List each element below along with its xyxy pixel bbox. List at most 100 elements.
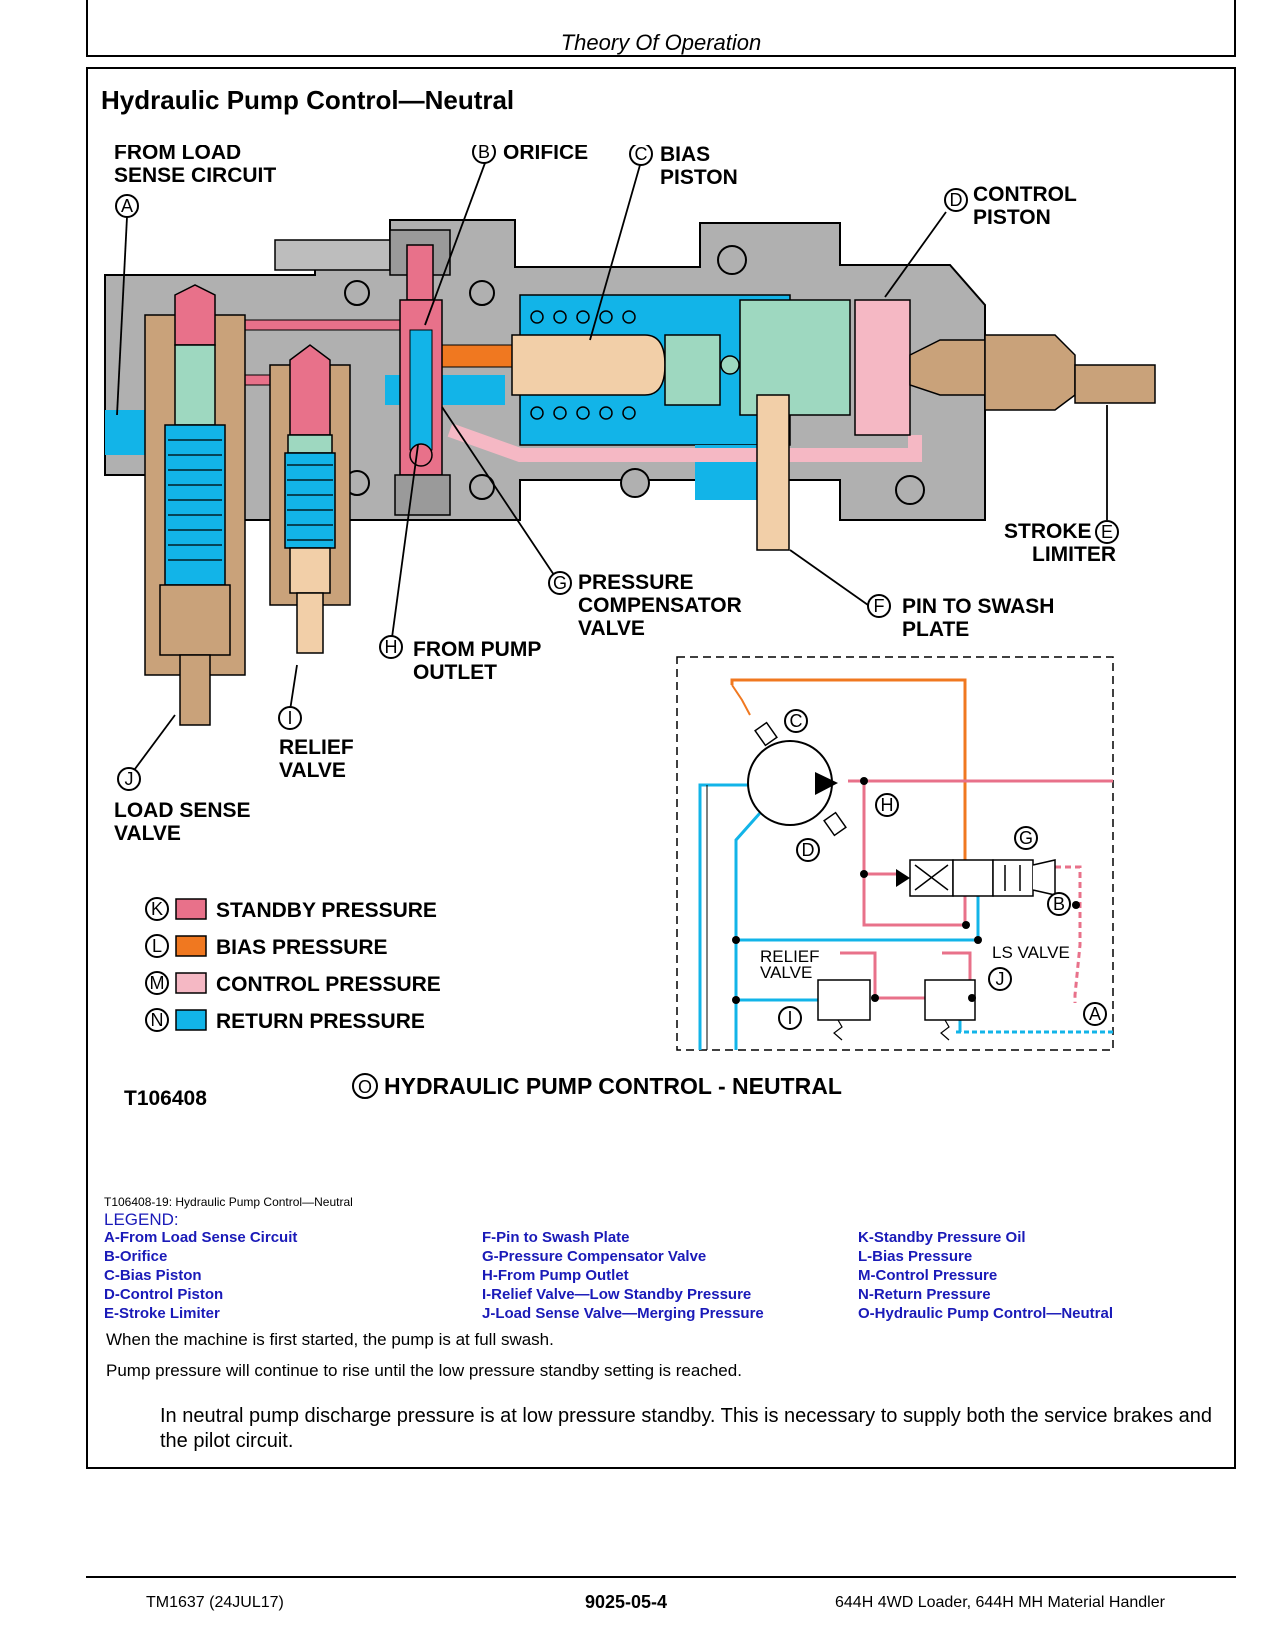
svg-text:VALVE: VALVE bbox=[578, 617, 645, 640]
callout-G: G PRESSURE COMPENSATOR VALVE bbox=[548, 571, 742, 640]
svg-text:LS VALVE: LS VALVE bbox=[992, 943, 1070, 962]
svg-text:RELIEF: RELIEF bbox=[760, 947, 820, 966]
footer-model: 644H 4WD Loader, 644H MH Material Handle… bbox=[835, 1594, 1165, 1611]
svg-text:CONTROL: CONTROL bbox=[973, 183, 1077, 206]
color-key: K STANDBY PRESSURE L BIAS PRESSURE M CON… bbox=[145, 897, 441, 1033]
figure-bottom-title: O HYDRAULIC PUMP CONTROL - NEUTRAL bbox=[352, 1073, 842, 1099]
legend-item: K-Standby Pressure Oil bbox=[858, 1229, 1026, 1246]
svg-text:I: I bbox=[287, 708, 292, 728]
svg-text:STROKE: STROKE bbox=[1004, 520, 1092, 543]
legend-item: N-Return Pressure bbox=[858, 1286, 991, 1303]
svg-text:ORIFICE: ORIFICE bbox=[503, 145, 588, 164]
paragraph: When the machine is first started, the p… bbox=[106, 1330, 554, 1349]
svg-text:A: A bbox=[121, 196, 133, 216]
svg-text:OUTLET: OUTLET bbox=[413, 661, 497, 684]
callout-leaders bbox=[116, 162, 1108, 778]
svg-text:COMPENSATOR: COMPENSATOR bbox=[578, 594, 742, 617]
key-control: M CONTROL PRESSURE bbox=[145, 971, 441, 996]
callout-B: B ORIFICE bbox=[472, 145, 588, 164]
svg-text:H: H bbox=[881, 795, 894, 815]
svg-text:F: F bbox=[874, 596, 885, 616]
svg-text:PLATE: PLATE bbox=[902, 618, 969, 641]
callout-A: A FROM LOAD SENSE CIRCUIT bbox=[114, 145, 276, 218]
svg-text:H: H bbox=[385, 637, 398, 657]
svg-text:M: M bbox=[150, 973, 165, 993]
legend-item: B-Orifice bbox=[104, 1248, 168, 1265]
svg-text:RETURN PRESSURE: RETURN PRESSURE bbox=[216, 1010, 425, 1033]
svg-text:BIAS: BIAS bbox=[660, 145, 710, 166]
svg-text:J: J bbox=[996, 969, 1005, 989]
svg-text:B: B bbox=[1053, 894, 1065, 914]
legend-item: L-Bias Pressure bbox=[858, 1248, 973, 1265]
svg-text:D: D bbox=[802, 840, 815, 860]
hydraulic-schematic: C H D G B J I A RELIEF VALVE LS VALVE bbox=[676, 656, 1114, 1051]
legend-item: E-Stroke Limiter bbox=[104, 1305, 220, 1322]
svg-text:L: L bbox=[152, 936, 162, 956]
svg-text:BIAS PRESSURE: BIAS PRESSURE bbox=[216, 936, 388, 959]
svg-text:LOAD SENSE: LOAD SENSE bbox=[114, 799, 251, 822]
callout-D: D CONTROL PISTON bbox=[944, 183, 1077, 229]
top-frame bbox=[86, 0, 1236, 57]
svg-text:C: C bbox=[635, 145, 648, 164]
legend-item: I-Relief Valve—Low Standby Pressure bbox=[482, 1286, 752, 1303]
callout-C: C BIAS PISTON bbox=[629, 145, 738, 189]
svg-text:PISTON: PISTON bbox=[973, 206, 1051, 229]
svg-text:N: N bbox=[151, 1010, 164, 1030]
legend-item: O-Hydraulic Pump Control—Neutral bbox=[858, 1305, 1114, 1322]
footer-page-number: 9025-05-4 bbox=[585, 1592, 668, 1612]
svg-text:G: G bbox=[1019, 828, 1033, 848]
legend-item: C-Bias Piston bbox=[104, 1267, 202, 1284]
paragraph: In neutral pump discharge pressure is at… bbox=[160, 1405, 1213, 1452]
svg-text:RELIEF: RELIEF bbox=[279, 736, 354, 759]
svg-text:FROM PUMP: FROM PUMP bbox=[413, 638, 541, 661]
footer-doc-id: TM1637 (24JUL17) bbox=[146, 1594, 284, 1611]
legend-item: J-Load Sense Valve—Merging Pressure bbox=[482, 1305, 764, 1322]
svg-text:E: E bbox=[1101, 522, 1113, 542]
legend-item: H-From Pump Outlet bbox=[482, 1267, 629, 1284]
callout-H: H FROM PUMP OUTLET bbox=[379, 635, 541, 684]
footer-divider bbox=[86, 1576, 1236, 1578]
svg-text:CONTROL PRESSURE: CONTROL PRESSURE bbox=[216, 973, 441, 996]
svg-text:LIMITER: LIMITER bbox=[1032, 543, 1116, 566]
hydraulic-diagram: A FROM LOAD SENSE CIRCUIT B ORIFICE C BI… bbox=[104, 145, 1156, 1110]
svg-text:HYDRAULIC PUMP CONTROL - NEUTR: HYDRAULIC PUMP CONTROL - NEUTRAL bbox=[384, 1073, 842, 1099]
key-standby: K STANDBY PRESSURE bbox=[145, 897, 437, 922]
content-frame bbox=[86, 67, 1236, 1469]
page-title: Hydraulic Pump Control—Neutral bbox=[101, 85, 515, 115]
legend-item: G-Pressure Compensator Valve bbox=[482, 1248, 707, 1265]
callout-F: F PIN TO SWASH PLATE bbox=[867, 594, 1054, 641]
legend-item: A-From Load Sense Circuit bbox=[104, 1229, 298, 1246]
svg-text:VALVE: VALVE bbox=[760, 963, 812, 982]
svg-text:J: J bbox=[125, 769, 134, 789]
legend-item: D-Control Piston bbox=[104, 1286, 224, 1303]
svg-text:K: K bbox=[151, 899, 163, 919]
callout-I: I RELIEF VALVE bbox=[278, 706, 354, 782]
cutaway-illustration bbox=[104, 219, 1156, 726]
figure-caption: T106408-19: Hydraulic Pump Control—Neutr… bbox=[104, 1195, 353, 1209]
callout-E: STROKE E LIMITER bbox=[1004, 520, 1119, 566]
key-bias: L BIAS PRESSURE bbox=[145, 934, 388, 959]
section-header: Theory Of Operation bbox=[560, 30, 762, 55]
svg-text:O: O bbox=[358, 1077, 372, 1097]
svg-text:SENSE CIRCUIT: SENSE CIRCUIT bbox=[114, 164, 276, 187]
key-return: N RETURN PRESSURE bbox=[145, 1008, 425, 1033]
callout-J: J LOAD SENSE VALVE bbox=[114, 767, 251, 845]
svg-text:A: A bbox=[1089, 1004, 1101, 1024]
svg-text:VALVE: VALVE bbox=[114, 822, 181, 845]
legend-item: M-Control Pressure bbox=[858, 1267, 998, 1284]
svg-text:PISTON: PISTON bbox=[660, 166, 738, 189]
svg-text:G: G bbox=[553, 573, 567, 593]
image-id: T106408 bbox=[124, 1087, 207, 1110]
svg-text:PIN TO SWASH: PIN TO SWASH bbox=[902, 595, 1054, 618]
legend-title: LEGEND: bbox=[104, 1210, 179, 1229]
svg-text:D: D bbox=[950, 190, 963, 210]
svg-text:B: B bbox=[478, 145, 490, 162]
svg-text:VALVE: VALVE bbox=[279, 759, 346, 782]
paragraph: Pump pressure will continue to rise unti… bbox=[106, 1361, 742, 1380]
svg-text:I: I bbox=[787, 1008, 792, 1028]
legend-item: F-Pin to Swash Plate bbox=[482, 1229, 630, 1246]
svg-text:FROM LOAD: FROM LOAD bbox=[114, 145, 241, 164]
svg-text:C: C bbox=[790, 711, 803, 731]
svg-text:PRESSURE: PRESSURE bbox=[578, 571, 694, 594]
svg-text:STANDBY PRESSURE: STANDBY PRESSURE bbox=[216, 899, 437, 922]
